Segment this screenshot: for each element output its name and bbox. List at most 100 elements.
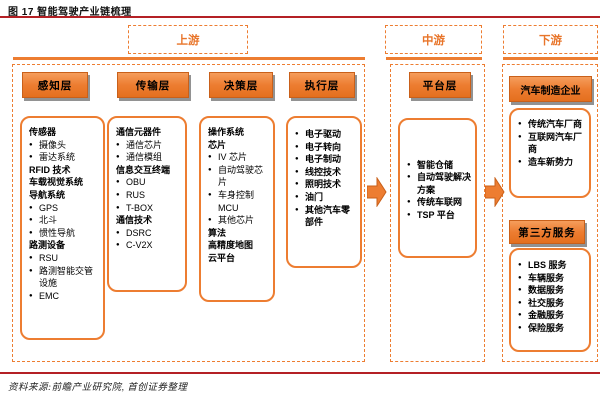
item-text: 传统车联网 (417, 197, 463, 208)
bullet-item: ●LBS 服务 (518, 259, 586, 272)
item-text: 照明技术 (305, 179, 342, 190)
column-header-platform: 平台层 (409, 72, 471, 98)
item-text: LBS 服务 (528, 260, 567, 270)
bullet-icon: ● (518, 324, 522, 331)
bullet-icon: ● (29, 267, 33, 274)
bullet-item: ●车辆服务 (518, 272, 586, 285)
bullet-item: ●RSU (29, 252, 100, 265)
bullet-icon: ● (295, 143, 299, 150)
item-text: 操作系统 (208, 127, 245, 137)
bullet-item: ●社交服务 (518, 297, 586, 310)
column-header-third-party-services: 第三方服务 (509, 220, 585, 244)
column-header-auto-manufacturers: 汽车制造企业 (509, 76, 592, 102)
stage-label-upstream: 上游 (128, 25, 248, 54)
bullet-icon: ● (295, 168, 299, 175)
bullet-icon: ● (295, 131, 299, 137)
item-text: 社交服务 (528, 297, 565, 308)
item-text: 造车新势力 (528, 156, 574, 167)
arrow-midstream-to-downstream-icon (485, 177, 505, 207)
stage-label-downstream: 下游 (503, 25, 598, 54)
bullet-icon: ● (295, 156, 299, 163)
bullet-icon: ● (29, 204, 33, 211)
category-label: 高精度地图 (208, 239, 270, 252)
bullet-item: ●车身控制 MCU (208, 189, 270, 214)
item-text: T-BOX (126, 202, 154, 213)
bullet-icon: ● (518, 133, 522, 140)
stage-underline-downstream (503, 57, 598, 60)
item-text: 通信元器件 (116, 127, 162, 137)
bullet-item: ●线控技术 (295, 166, 357, 179)
item-text: 电子转向 (305, 141, 342, 152)
bullet-item: ●传统车联网 (407, 196, 472, 209)
item-text: 自动驾驶芯片 (218, 164, 264, 188)
item-text: C-V2X (126, 240, 153, 251)
bullet-item: ●摄像头 (29, 139, 100, 152)
bullet-icon: ● (29, 229, 33, 236)
column-box-auto-manufacturers: ●传统汽车厂商●互联网汽车厂商●造车新势力 (509, 108, 591, 198)
bullet-icon: ● (116, 229, 120, 236)
bullet-item: ●互联网汽车厂商 (518, 131, 586, 156)
item-text: 摄像头 (39, 139, 67, 150)
item-text: 信息交互终端 (116, 164, 171, 175)
category-label: 传感器 (29, 126, 100, 139)
bullet-icon: ● (208, 154, 212, 161)
bullet-icon: ● (116, 154, 120, 161)
column-box-platform: ●智能仓储●自动驾驶解决方案●传统车联网●TSP 平台 (398, 118, 477, 258)
column-header-execution: 执行层 (289, 72, 355, 98)
footer-rule (0, 372, 600, 374)
item-text: 车辆服务 (528, 272, 565, 283)
bullet-icon: ● (518, 121, 522, 127)
figure-title: 图 17 智能驾驶产业链梳理 (8, 7, 132, 18)
bullet-icon: ● (116, 204, 120, 211)
bullet-icon: ● (518, 158, 522, 165)
column-box-third-party-services: ●LBS 服务●车辆服务●数据服务●社交服务●金融服务●保险服务 (509, 248, 591, 352)
bullet-icon: ● (29, 254, 33, 261)
item-text: RUS (126, 189, 146, 200)
item-text: 导航系统 (29, 189, 66, 200)
category-label: 通信技术 (116, 214, 182, 227)
bullet-item: ●通信模组 (116, 151, 182, 164)
column-header-decision: 决策层 (209, 72, 273, 98)
item-text: 其他芯片 (218, 215, 255, 226)
item-text: RFID 技术 (29, 164, 71, 175)
item-text: 传统汽车厂商 (528, 119, 583, 129)
item-text: EMC (39, 290, 59, 301)
category-label: 通信元器件 (116, 126, 182, 139)
column-box-decision: 操作系统芯片●IV 芯片●自动驾驶芯片●车身控制 MCU●其他芯片算法高精度地图… (199, 116, 275, 302)
item-text: 其他汽车零部件 (305, 204, 351, 228)
category-label: 算法 (208, 227, 270, 240)
item-text: 算法 (208, 227, 227, 238)
item-text: 路测设备 (29, 240, 66, 251)
item-text: IV 芯片 (218, 152, 248, 163)
item-text: OBU (126, 177, 146, 188)
bullet-item: ●数据服务 (518, 284, 586, 297)
item-text: 路测智能交管设施 (39, 265, 94, 289)
bullet-icon: ● (208, 191, 212, 198)
bullet-item: ●TSP 平台 (407, 209, 472, 222)
bullet-item: ●GPS (29, 202, 100, 215)
bullet-item: ● EMC (29, 290, 100, 303)
item-text: 智能仓储 (417, 159, 454, 170)
source-note: 资料来源:前瞻产业研究院, 首创证券整理 (8, 383, 188, 393)
bullet-icon: ● (29, 292, 33, 299)
bullet-item: ● T-BOX (116, 202, 182, 215)
category-label: 路测设备 (29, 239, 100, 252)
bullet-icon: ● (518, 287, 522, 294)
item-text: 油门 (305, 191, 324, 202)
stage-label-text: 中游 (422, 34, 445, 47)
category-label: RFID 技术 (29, 164, 100, 177)
bullet-item: ●其他汽车零部件 (295, 204, 357, 229)
bullet-item: ●油门 (295, 191, 357, 204)
item-text: 通信技术 (116, 215, 153, 226)
bullet-icon: ● (295, 181, 299, 188)
category-label: 芯片 (208, 139, 270, 152)
item-text: 惯性导航 (39, 227, 76, 238)
bullet-icon: ● (29, 217, 33, 224)
item-text: DSRC (126, 227, 152, 238)
category-label: 导航系统 (29, 189, 100, 202)
item-text: 电子驱动 (305, 129, 342, 139)
bullet-item: ●自动驾驶芯片 (208, 164, 270, 189)
item-text: 雷达系统 (39, 152, 76, 163)
